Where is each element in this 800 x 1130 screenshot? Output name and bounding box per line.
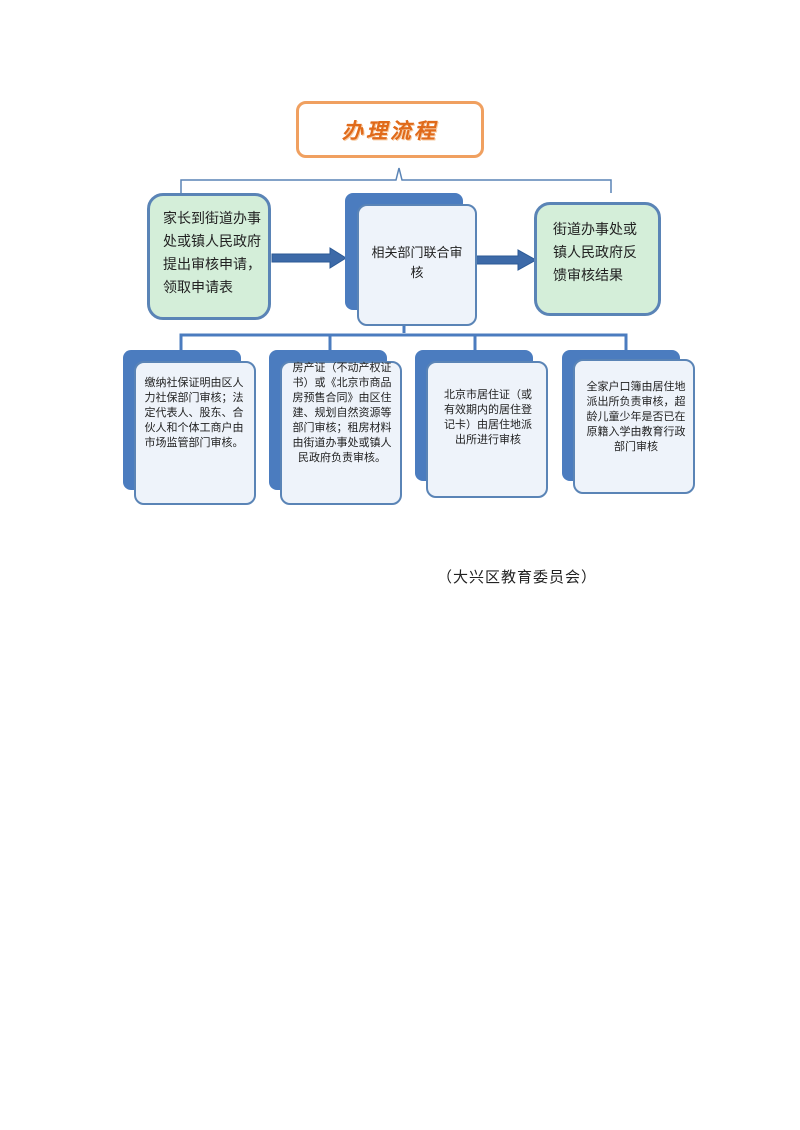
arrow-right-icon [475, 249, 538, 271]
step-review-box: 相关部门联合审核 [357, 204, 477, 326]
review-text-1: 缴纳社保证明由区人力社保部门审核；法定代表人、股东、合伙人和个体工商户由市场监管… [144, 376, 244, 449]
bottom-bracket [179, 322, 628, 350]
page-title: 办理流程 [342, 117, 438, 143]
review-box-1: 缴纳社保证明由区人力社保部门审核；法定代表人、股东、合伙人和个体工商户由市场监管… [134, 361, 256, 505]
review-box-3: 北京市居住证（或有效期内的居住登记卡）由居住地派出所进行审核 [426, 361, 548, 498]
arrow-right-icon [271, 247, 347, 269]
step-feedback-box: 街道办事处或镇人民政府反馈审核结果 [534, 202, 661, 316]
title-box: 办理流程 [296, 101, 484, 158]
top-bracket [180, 167, 612, 193]
review-box-2: 房产证（不动产权证书）或《北京市商品房预售合同》由区住建、规划自然资源等部门审核… [280, 361, 402, 505]
footer-source: （大兴区教育委员会） [437, 568, 598, 586]
step-apply-text: 家长到街道办事处或镇人民政府提出审核申请，领取申请表 [163, 211, 261, 296]
step-feedback-text: 街道办事处或镇人民政府反馈审核结果 [553, 222, 637, 284]
review-text-3: 北京市居住证（或有效期内的居住登记卡）由居住地派出所进行审核 [444, 388, 532, 446]
step-apply-box: 家长到街道办事处或镇人民政府提出审核申请，领取申请表 [147, 193, 271, 320]
review-box-4: 全家户口簿由居住地派出所负责审核，超龄儿童少年是否已在原籍入学由教育行政部门审核 [573, 359, 695, 494]
step-review-text: 相关部门联合审核 [371, 246, 463, 281]
review-text-2: 房产证（不动产权证书）或《北京市商品房预售合同》由区住建、规划自然资源等部门审核… [292, 361, 392, 464]
review-text-4: 全家户口簿由居住地派出所负责审核，超龄儿童少年是否已在原籍入学由教育行政部门审核 [586, 380, 686, 453]
